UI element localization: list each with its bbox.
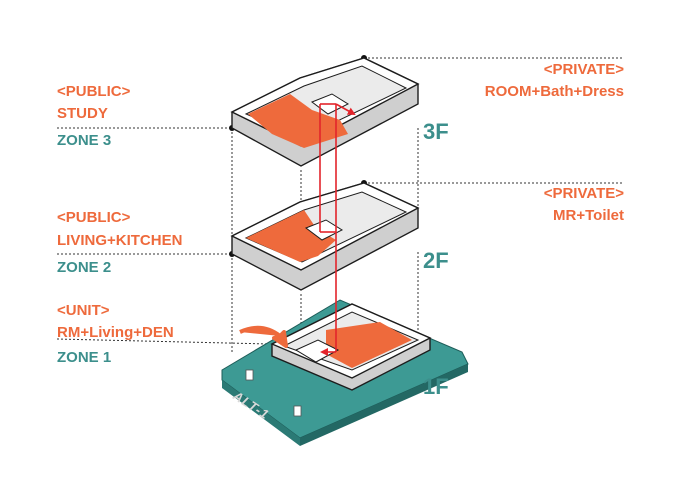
zone3-tag: <PUBLIC> (57, 83, 131, 100)
floor-1f-label: 1F (423, 374, 449, 399)
zone2-tag: <PUBLIC> (57, 209, 131, 226)
private-2f-tag: <PRIVATE> (543, 185, 624, 202)
floor-3f-block (230, 57, 420, 167)
site-marker-2 (293, 405, 302, 417)
floor-3f-label: 3F (423, 119, 449, 144)
entry-arrow-shape (239, 325, 288, 348)
curved-entry-arrow-icon (239, 325, 288, 348)
floor-3f-study-area (248, 94, 348, 148)
zone2-label: ZONE 2 (57, 259, 112, 276)
floor-2f-public-area (246, 210, 336, 262)
private-2f-program: MR+Toilet (553, 207, 624, 224)
site-edge-right (300, 364, 468, 446)
site-edge-left (222, 380, 300, 446)
private-3f-tag: <PRIVATE> (543, 61, 624, 78)
zone2-program: LIVING+KITCHEN (57, 232, 183, 249)
floor-2f-block (230, 182, 420, 291)
floor-1f-unit-area (326, 322, 412, 368)
zone1-label: ZONE 1 (57, 349, 112, 366)
zone3-label: ZONE 3 (57, 132, 112, 149)
floor-2f-label: 2F (423, 248, 449, 273)
floor-1f-stair (294, 339, 340, 363)
route-arrow-3f (335, 103, 356, 115)
leader-lines (56, 57, 624, 352)
zone1-program: RM+Living+DEN (57, 324, 174, 341)
zone3-program: STUDY (57, 105, 108, 122)
zone1-tag: <UNIT> (57, 302, 110, 319)
vertical-circulation-arrow-icon (319, 103, 356, 356)
leader-zone1 (56, 338, 271, 345)
floor-1f-block (270, 303, 432, 391)
private-3f-program: ROOM+Bath+Dress (484, 83, 624, 100)
site-marker-1 (245, 369, 254, 381)
